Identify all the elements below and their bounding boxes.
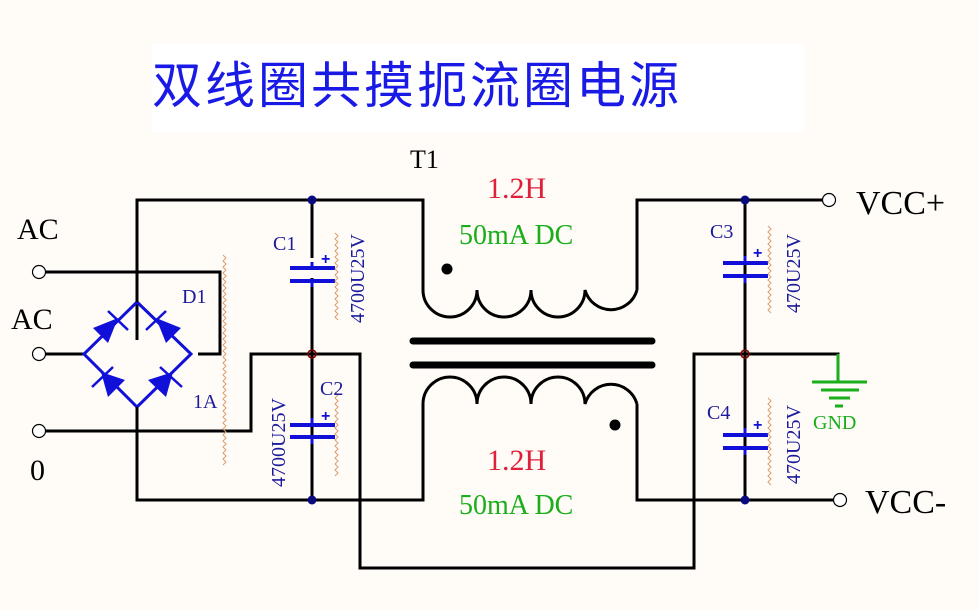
terminal-zero[interactable]: [31, 423, 47, 439]
bottom-coil-inductance: 1.2H: [487, 444, 546, 477]
junction-dot: [740, 495, 750, 505]
capacitor-c2: +: [290, 408, 335, 444]
label-vcc-plus: VCC+: [856, 185, 945, 222]
ground-icon: [812, 354, 867, 408]
label-ac1: AC: [17, 213, 59, 246]
top-coil-inductance: 1.2H: [487, 172, 546, 205]
wire-ac1: [45, 270, 222, 356]
component-bounds-marker: [334, 232, 339, 321]
bridge-value: 1A: [193, 391, 218, 413]
capacitor-c3: +: [723, 245, 768, 283]
label-vcc-minus: VCC-: [865, 484, 946, 521]
bridge-ref: D1: [182, 286, 206, 308]
diode-icon: [91, 366, 125, 397]
transformer-t1: [409, 263, 656, 431]
capacitor-c1: +: [290, 251, 335, 287]
wire-vcc-minus: [635, 404, 833, 502]
terminals: [31, 192, 848, 508]
junction-dot: [740, 195, 750, 205]
title-box: 双线圈共摸扼流圈电源: [152, 44, 804, 132]
top-coil-current: 50mA DC: [459, 220, 573, 251]
c4-ref: C4: [707, 402, 730, 424]
capacitor-c4: +: [723, 417, 768, 455]
top-coil: [421, 289, 639, 319]
junctions: [307, 195, 750, 505]
transformer-ref: T1: [410, 145, 439, 174]
c1-value: 4700U25V: [347, 234, 369, 323]
bottom-coil-current: 50mA DC: [459, 490, 573, 521]
terminal-vcc-plus[interactable]: [821, 192, 837, 208]
component-bounds-marker: [334, 391, 339, 477]
diode-icon: [93, 310, 129, 343]
junction-dot: [307, 195, 317, 205]
diode-icon: [145, 310, 181, 343]
wire-vcc-plus: [635, 198, 822, 290]
svg-text:+: +: [321, 408, 330, 425]
label-ac2: AC: [11, 303, 53, 336]
svg-text:+: +: [753, 417, 762, 434]
diagram-title: 双线圈共摸扼流圈电源: [152, 57, 682, 115]
c3-ref: C3: [710, 221, 733, 243]
polarity-dot-icon: [441, 263, 453, 275]
terminal-ac2[interactable]: [31, 346, 47, 362]
bridge-rectifier: [81, 200, 227, 500]
c2-ref: C2: [320, 378, 343, 400]
wire-zero: [45, 352, 840, 570]
terminal-vcc-minus[interactable]: [832, 492, 848, 508]
svg-text:+: +: [321, 251, 330, 268]
junction-ring: [307, 349, 317, 359]
polarity-dot-icon: [609, 419, 621, 431]
svg-text:+: +: [753, 245, 762, 262]
component-bounds-marker: [222, 254, 227, 466]
c3-value: 470U25V: [783, 234, 805, 313]
c2-value: 4700U25V: [268, 398, 290, 487]
c4-value: 470U25V: [783, 405, 805, 484]
component-bounds-marker: [767, 397, 772, 486]
junction-ring: [740, 349, 750, 359]
terminal-ac1[interactable]: [31, 264, 47, 280]
component-bounds-marker: [767, 225, 772, 314]
c1-ref: C1: [273, 233, 296, 255]
junction-dot: [307, 495, 317, 505]
bottom-coil: [421, 375, 639, 405]
diode-icon: [148, 366, 183, 397]
wire-top-rail: [135, 198, 425, 340]
label-gnd: GND: [813, 412, 856, 434]
label-zero: 0: [30, 454, 45, 487]
